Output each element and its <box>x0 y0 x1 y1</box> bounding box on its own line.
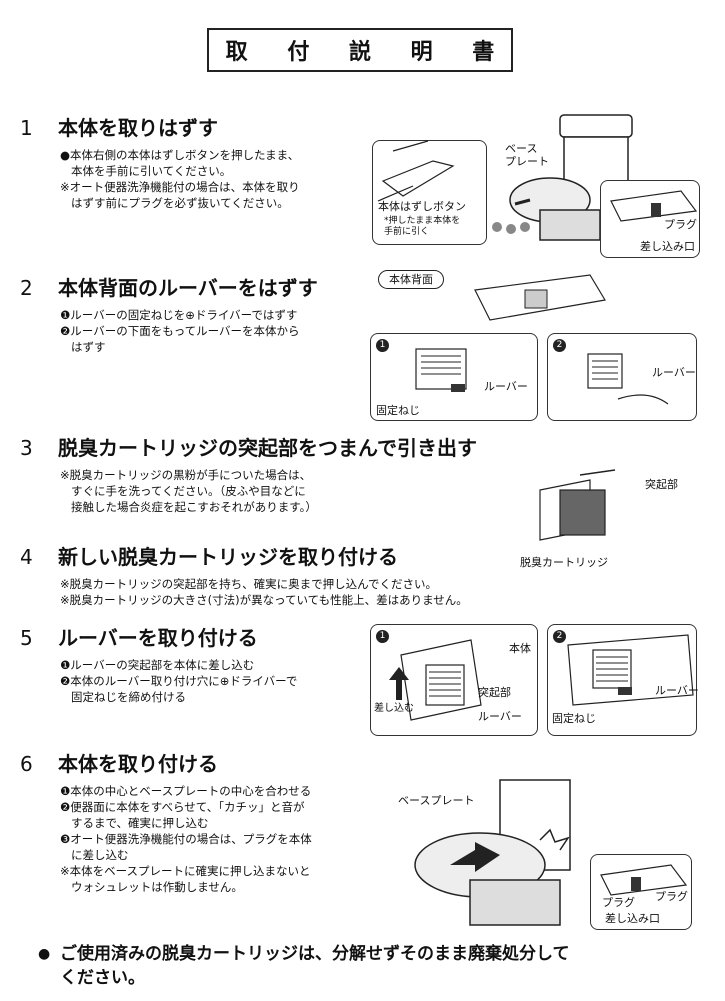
instruction-line: ※脱臭カートリッジの大きさ(寸法)が異なっていても性能上、差はありません。 <box>60 593 468 607</box>
louver-screw-illustration <box>415 348 467 392</box>
screw-tighten-figure <box>547 624 697 736</box>
plug-inlet-label: 差し込み口 <box>640 240 695 253</box>
step-heading: 新しい脱臭カートリッジを取り付ける <box>58 545 398 569</box>
instruction-line: ❷便器面に本体をすべらせて、「カチッ」と音が <box>60 800 305 814</box>
disposal-notice-line-1: ご使用済みの脱臭カートリッジは、分解せずそのまま廃棄処分して <box>60 944 570 964</box>
instruction-line: ※脱臭カートリッジの黒粉が手についた場合は、 <box>60 468 312 482</box>
plug-label: プラグ <box>664 218 697 231</box>
disposal-notice: ● ご使用済みの脱臭カートリッジは、分解せずそのまま廃棄処分して ください。 <box>38 942 570 990</box>
louver-label-2: ルーバー <box>655 684 699 697</box>
louver-removal-illustration <box>587 353 669 405</box>
plug-inlet-label: 差し込み口 <box>605 912 660 925</box>
plug-illustration <box>600 864 688 896</box>
protrusion-label: 突起部 <box>645 478 678 491</box>
louver-step1-figure <box>370 333 538 421</box>
step-6: 6 本体を取り付ける ❶本体の中心とベースプレートの中心を合わせる ❷便器面に本体… <box>20 748 312 895</box>
step-number: 5 <box>20 626 33 650</box>
step-number: 1 <box>20 116 33 140</box>
step-heading: 本体を取り付ける <box>58 752 218 776</box>
instruction-line: ※オート便器洗浄機能付の場合は、本体を取り <box>60 180 300 194</box>
step-4: 4 新しい脱臭カートリッジを取り付ける ※脱臭カートリッジの突起部を持ち、確実に奥… <box>20 541 468 608</box>
release-button-detail-figure <box>372 140 487 245</box>
instruction-line: ❷ルーバーの下面をもってルーバーを本体から <box>60 324 300 338</box>
step-heading: 脱臭カートリッジの突起部をつまんで引き出す <box>58 436 477 460</box>
louver-insert-figure <box>370 624 538 736</box>
disposal-notice-line-2: ください。 <box>60 968 145 988</box>
cartridge-label: 脱臭カートリッジ <box>520 556 608 569</box>
step-number: 4 <box>20 545 33 569</box>
step-heading: 本体背面のルーバーをはずす <box>58 276 318 300</box>
cartridge-illustration <box>539 469 616 541</box>
plug-label-right: プラグ <box>655 890 688 903</box>
step-number: 3 <box>20 436 33 460</box>
base-plate-label: ベースプレート <box>398 794 475 807</box>
insert-label: 差し込む <box>374 703 414 714</box>
instruction-line: するまで、確実に押し込む <box>60 816 209 830</box>
instruction-line: はずす <box>60 340 106 354</box>
rear-body-illustration <box>474 274 606 321</box>
instruction-line: ❶ルーバーの突起部を本体に差し込む <box>60 658 255 672</box>
plug-illustration <box>610 190 698 222</box>
step-1: 1 本体を取りはずす ●本体右側の本体はずしボタンを押したまま、 本体を手前に引い… <box>20 112 300 211</box>
instruction-line: ❶ルーバーの固定ねじを⊕ドライバーではずす <box>60 308 298 322</box>
instruction-line: ●本体右側の本体はずしボタンを押したまま、 <box>60 148 300 162</box>
step-number: 2 <box>20 276 33 300</box>
instruction-line: 固定ねじを締め付ける <box>60 690 186 704</box>
plug-label: プラグ <box>602 896 635 909</box>
step-heading: 本体を取りはずす <box>58 116 218 140</box>
louver-label: ルーバー <box>484 380 528 393</box>
body-attach-illustration <box>414 779 571 926</box>
louver-step2-figure <box>547 333 697 421</box>
plug-detail-figure <box>600 180 700 258</box>
rear-view-badge: 本体背面 <box>378 270 444 289</box>
instruction-line: ※本体をベースプレートに確実に押し込まないと <box>60 864 311 878</box>
step-2: 2 本体背面のルーバーをはずす ❶ルーバーの固定ねじを⊕ドライバーではずす ❷ルー… <box>20 272 318 355</box>
release-note-label: *押したまま本体を 手前に引く <box>384 216 461 237</box>
instruction-line: すぐに手を洗ってください。（皮ふや目などに <box>60 484 306 498</box>
bullet-icon: ● <box>38 946 51 962</box>
step-heading: ルーバーを取り付ける <box>58 626 258 650</box>
instruction-line: ❷本体のルーバー取り付け穴に⊕ドライバーで <box>60 674 298 688</box>
step-number: 6 <box>20 752 33 776</box>
louver-insert-illustration <box>389 639 482 721</box>
body-label: 本体 <box>509 642 531 655</box>
document-title: 取 付 説 明 書 <box>207 28 513 72</box>
instruction-line: ❸オート便器洗浄機能付の場合は、プラグを本体 <box>60 832 312 846</box>
fixing-screw-label: 固定ねじ <box>376 404 420 417</box>
screw-tighten-illustration <box>567 634 694 706</box>
instruction-line: はずす前にプラグを必ず抜いてください。 <box>60 196 289 210</box>
louver-label-2: ルーバー <box>652 366 696 379</box>
protrusion-label: 突起部 <box>478 686 511 699</box>
hand-pressing-illustration <box>377 140 455 202</box>
instruction-line: 接触した場合炎症を起こすおそれがあります。） <box>60 500 317 514</box>
base-plate-label: ベース プレート <box>505 142 549 168</box>
instruction-line: ❶本体の中心とベースプレートの中心を合わせる <box>60 784 312 798</box>
step-5: 5 ルーバーを取り付ける ❶ルーバーの突起部を本体に差し込む ❷本体のルーバー取り… <box>20 622 297 705</box>
plug-detail-figure <box>590 854 692 930</box>
instruction-line: に差し込む <box>60 848 129 862</box>
instruction-line: ウォシュレットは作動しません。 <box>60 880 243 894</box>
fixing-screw-label: 固定ねじ <box>552 712 596 725</box>
instruction-line: ※脱臭カートリッジの突起部を持ち、確実に奥まで押し込んでください。 <box>60 577 438 591</box>
step-3: 3 脱臭カートリッジの突起部をつまんで引き出す ※脱臭カートリッジの黒粉が手につい… <box>20 432 477 515</box>
instruction-line: 本体を手前に引いてください。 <box>60 164 232 178</box>
louver-label: ルーバー <box>478 710 522 723</box>
release-button-label: 本体はずしボタン <box>378 200 466 213</box>
